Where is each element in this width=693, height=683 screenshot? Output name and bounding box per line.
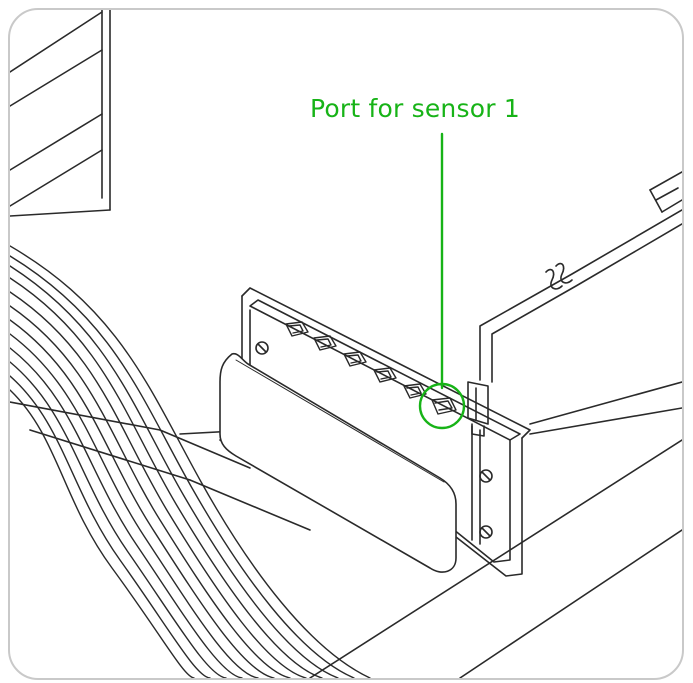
port-4 [343,351,367,367]
case-panel-lines [10,10,111,217]
callout-marker [418,132,466,430]
sensor-cable [479,171,682,383]
port-5 [313,335,337,351]
callout-highlight-circle [418,382,466,430]
case-floor-lines [10,381,682,678]
hub-ports [285,321,457,415]
diagram-frame: Port for sensor 1 [8,8,684,680]
port-6 [285,321,309,337]
sensor-plug [467,381,489,437]
cable-bundle [10,245,371,678]
port-3 [373,367,397,383]
port-2 [403,383,427,399]
port-1 [431,397,457,415]
hub-illustration [10,10,682,678]
callout-label-port-for-sensor-1: Port for sensor 1 [310,94,520,123]
hub-cover-plate [219,352,457,573]
